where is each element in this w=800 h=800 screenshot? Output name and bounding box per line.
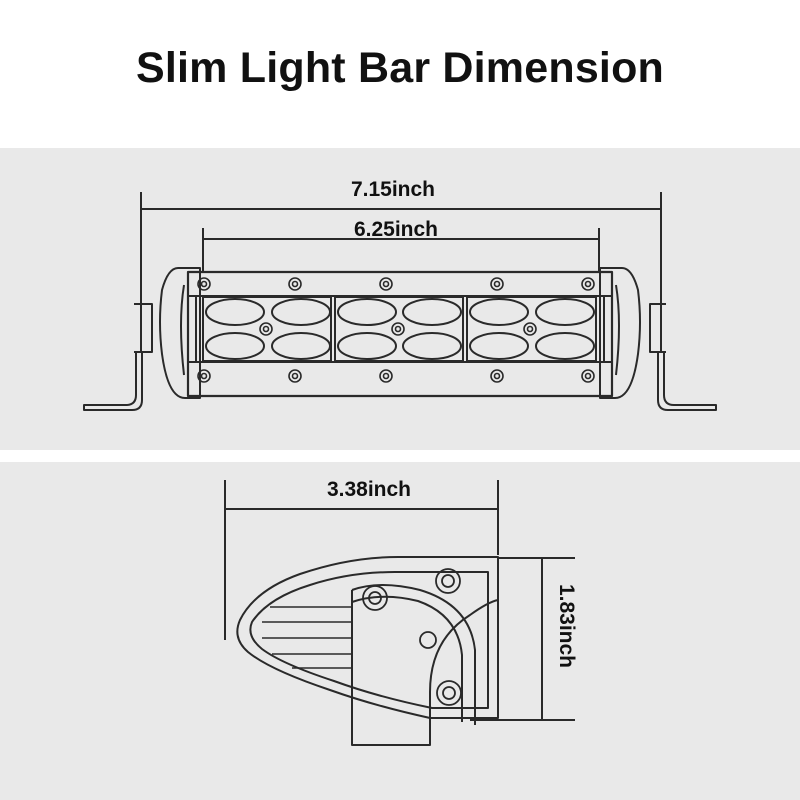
right-end-cap <box>599 267 641 399</box>
mount-spacing-label: 6.25inch <box>354 218 438 241</box>
center-screws <box>259 322 537 336</box>
top-screws <box>197 277 595 291</box>
side-view <box>224 480 575 746</box>
side-bracket <box>351 590 499 746</box>
depth-label: 3.38inch <box>327 478 411 501</box>
height-dimension <box>470 557 575 721</box>
led-group-1 <box>202 296 332 362</box>
led-group-2 <box>334 296 464 362</box>
bar-housing <box>186 270 614 398</box>
side-housing-outline <box>236 556 499 719</box>
bottom-screws <box>197 369 595 383</box>
left-end-cap <box>159 267 201 399</box>
mount-spacing-dimension <box>202 228 600 272</box>
height-label: 1.83inch <box>555 584 578 668</box>
side-screws <box>362 568 462 706</box>
led-group-3 <box>466 296 597 362</box>
front-view <box>83 192 717 411</box>
overall-length-dimension <box>140 192 662 352</box>
front-view-panel <box>0 148 800 450</box>
left-bracket <box>83 303 153 411</box>
overall-length-label: 7.15inch <box>351 178 435 201</box>
right-bracket <box>649 303 717 411</box>
depth-dimension <box>224 480 499 640</box>
side-view-panel <box>0 462 800 800</box>
diagram-title: Slim Light Bar Dimension <box>135 44 665 92</box>
lens-fins <box>262 606 352 669</box>
